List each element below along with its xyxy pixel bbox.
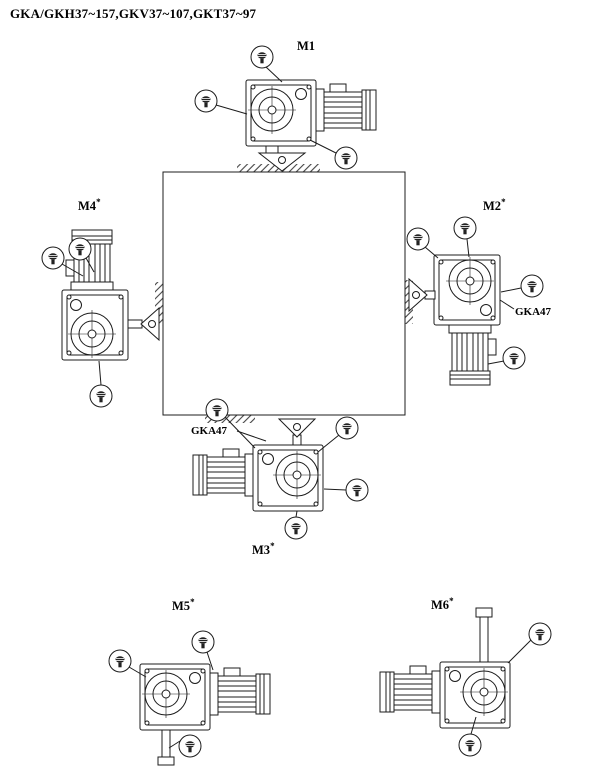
label-m3-mark: *: [270, 540, 275, 551]
label-m2: M2*: [483, 196, 506, 214]
label-m3-text: M3: [252, 543, 271, 557]
m5-leader-lines: [128, 651, 214, 749]
m3-leader-lines: [224, 416, 347, 518]
label-m4-text: M4: [78, 199, 97, 213]
label-m6-text: M6: [431, 598, 450, 612]
plug-callout-icon: [68, 237, 92, 261]
label-m3: M3*: [252, 540, 275, 558]
plug-callout-icon: [108, 649, 132, 673]
plug-callout-icon: [284, 516, 308, 540]
label-m5-text: M5: [172, 599, 191, 613]
plug-callout-icon: [453, 216, 477, 240]
plug-callout-icon: [178, 734, 202, 758]
page-title: GKA/GKH37~157,GKV37~107,GKT37~97: [10, 6, 257, 21]
plug-callout-icon: [194, 89, 218, 113]
gearmotor-m6-drawing: [379, 661, 511, 729]
m1-leader-lines: [215, 66, 337, 154]
label-m5-mark: *: [190, 596, 195, 607]
gearmotor-m1: [194, 45, 377, 172]
m4-leader-lines: [61, 257, 102, 386]
plug-callout-icon: [191, 630, 215, 654]
gearmotor-m5: [108, 630, 271, 766]
m3-output-mount: [277, 418, 317, 446]
label-m5: M5*: [172, 596, 195, 614]
m1-output-mount: [257, 145, 307, 172]
gearmotor-m2: [406, 216, 544, 386]
plug-callout-icon: [205, 398, 229, 422]
label-m4-mark: *: [96, 196, 101, 207]
plug-callout-icon: [458, 733, 482, 757]
m6-output-shaft: [475, 607, 493, 665]
gearmotor-m6: [379, 607, 552, 757]
label-m6-mark: *: [449, 595, 454, 606]
gearmotor-m3: [192, 398, 369, 540]
plug-callout-icon: [334, 146, 358, 170]
gearmotor-m2-drawing: [433, 254, 501, 386]
label-m1: M1: [297, 39, 315, 54]
plug-callout-icon: [41, 246, 65, 270]
gearmotor-m1-drawing: [245, 79, 377, 147]
plug-callout-icon: [250, 45, 274, 69]
gearmotor-m5-drawing: [139, 663, 271, 731]
m4-output-mount: [127, 306, 160, 342]
plug-callout-icon: [345, 478, 369, 502]
label-gka47-bottom: GKA47: [191, 425, 228, 437]
label-m2-text: M2: [483, 199, 502, 213]
label-m1-text: M1: [297, 39, 316, 53]
label-m6: M6*: [431, 595, 454, 613]
plug-callout-icon: [502, 346, 526, 370]
m6-leader-lines: [470, 639, 532, 735]
mounting-reference-square: [162, 171, 406, 416]
label-m4: M4*: [78, 196, 101, 214]
label-m2-mark: *: [501, 196, 506, 207]
wall-hatch-bottom: [205, 415, 255, 423]
wall-hatch-left: [155, 282, 163, 326]
plug-callout-icon: [89, 384, 113, 408]
plug-callout-icon: [520, 274, 544, 298]
m2-output-mount: [408, 277, 436, 313]
gearmotor-m3-drawing: [192, 444, 324, 512]
label-gka47-right: GKA47: [515, 306, 552, 318]
plug-callout-icon: [528, 622, 552, 646]
plug-callout-icon: [406, 227, 430, 251]
m5-output-shaft: [157, 729, 175, 766]
m2-leader-lines: [424, 238, 522, 365]
plug-callout-icon: [335, 416, 359, 440]
gearmotor-m4: [41, 229, 160, 408]
